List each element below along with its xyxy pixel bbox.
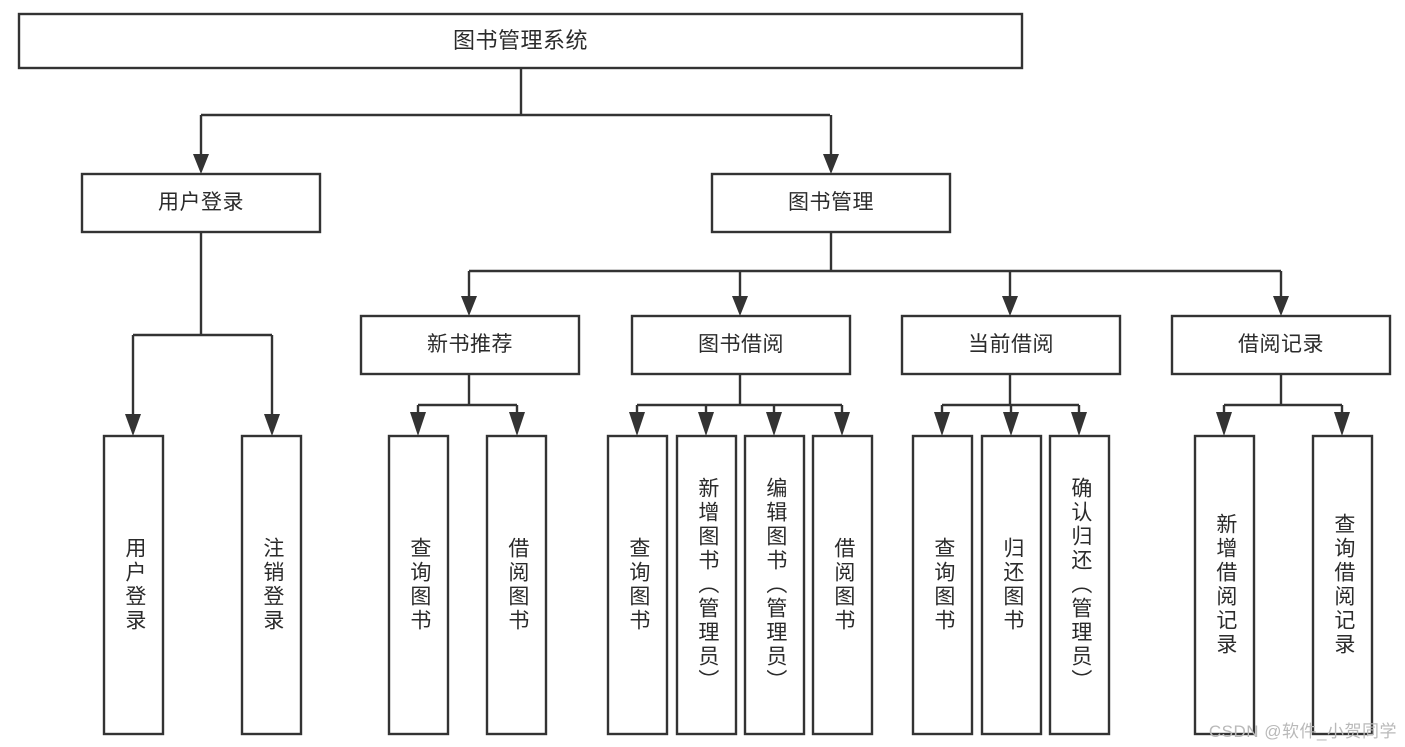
- arrowhead-leaf-query-book-2: [629, 412, 645, 436]
- node-box-leaf-user-logout[interactable]: [240, 434, 303, 736]
- node-box-leaf-query-record[interactable]: [1311, 434, 1374, 736]
- arrowhead-borrow-record: [1273, 296, 1289, 316]
- arrowhead-current-borrow: [1002, 296, 1018, 316]
- arrowhead-leaf-return-book: [1003, 412, 1019, 436]
- arrowhead-leaf-edit-book: [766, 412, 782, 436]
- node-box-leaf-borrow-book-1[interactable]: [485, 434, 548, 736]
- node-box-leaf-edit-book[interactable]: [743, 434, 806, 736]
- arrowhead-leaf-confirm-return: [1071, 412, 1087, 436]
- arrowhead-leaf-query-book-1: [410, 412, 426, 436]
- arrowhead-book-borrow: [732, 296, 748, 316]
- arrowhead-leaf-user-login: [125, 414, 141, 436]
- node-box-leaf-query-book-2[interactable]: [606, 434, 669, 736]
- node-box-book-borrow[interactable]: [630, 314, 852, 376]
- arrowhead-leaf-borrow-book-1: [509, 412, 525, 436]
- node-box-current-borrow[interactable]: [900, 314, 1122, 376]
- arrowhead-book-manage: [823, 154, 839, 174]
- node-box-leaf-add-book[interactable]: [675, 434, 738, 736]
- arrowhead-leaf-add-record: [1216, 412, 1232, 436]
- arrowhead-leaf-query-book-3: [934, 412, 950, 436]
- node-box-book-manage[interactable]: [710, 172, 952, 234]
- arrowhead-user-login: [193, 154, 209, 174]
- node-box-leaf-confirm-return[interactable]: [1048, 434, 1111, 736]
- node-box-leaf-borrow-book-2[interactable]: [811, 434, 874, 736]
- node-box-root[interactable]: [17, 12, 1024, 70]
- node-box-new-book-recommend[interactable]: [359, 314, 581, 376]
- arrowhead-leaf-add-book: [698, 412, 714, 436]
- node-box-borrow-record[interactable]: [1170, 314, 1392, 376]
- csdn-watermark: CSDN @软件_小贺同学: [1208, 722, 1397, 741]
- node-box-leaf-return-book[interactable]: [980, 434, 1043, 736]
- node-box-leaf-query-book-3[interactable]: [911, 434, 974, 736]
- node-box-leaf-add-record[interactable]: [1193, 434, 1256, 736]
- arrowhead-leaf-user-logout: [264, 414, 280, 436]
- node-box-leaf-user-login[interactable]: [102, 434, 165, 736]
- arrowhead-leaf-borrow-book-2: [834, 412, 850, 436]
- arrowhead-new-book-recommend: [461, 296, 477, 316]
- node-box-user-login[interactable]: [80, 172, 322, 234]
- arrowhead-leaf-query-record: [1334, 412, 1350, 436]
- node-box-leaf-query-book-1[interactable]: [387, 434, 450, 736]
